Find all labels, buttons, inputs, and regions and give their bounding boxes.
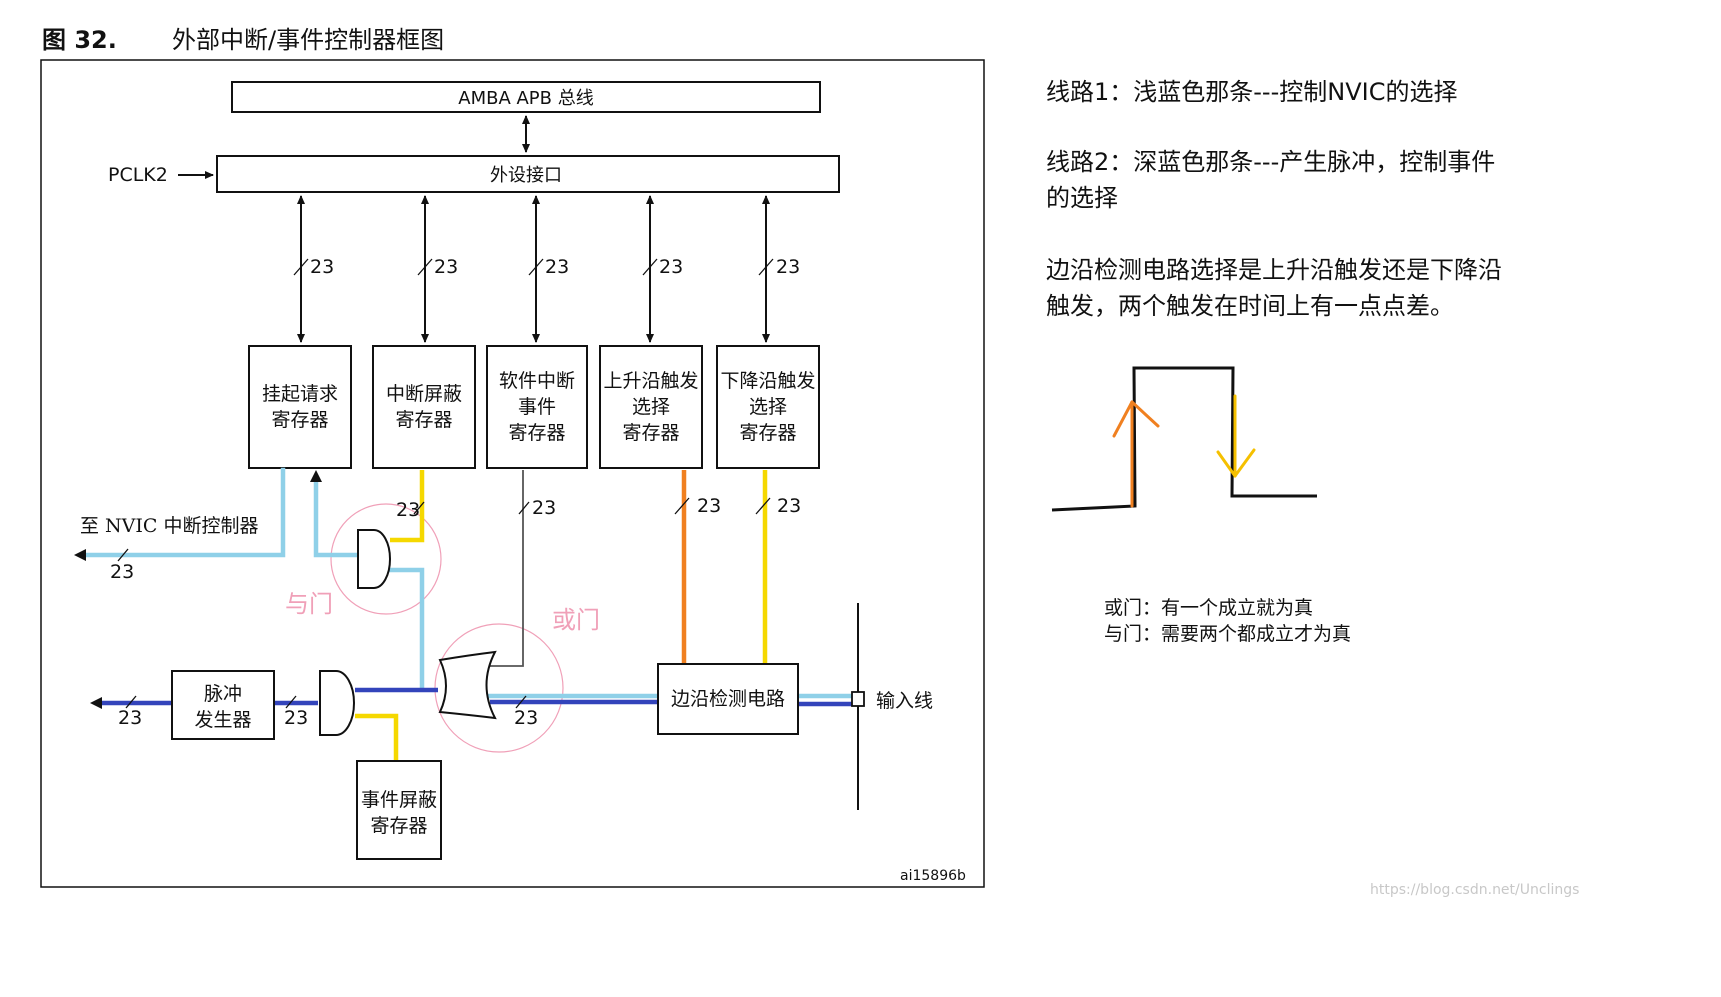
and-gate-2 — [319, 670, 355, 736]
pending-register — [248, 345, 352, 469]
sw-int-label-3: 寄存器 — [508, 422, 565, 444]
width-label-pending: 23 — [310, 256, 334, 278]
width-label-rising-wire: 23 — [697, 495, 721, 517]
pulse-gen-label-2: 发生器 — [194, 709, 251, 731]
dark-blue-wires — [100, 687, 852, 707]
falling-label-2: 选择 — [749, 396, 787, 418]
note-line2a: 线路2：深蓝色那条---产生脉冲，控制事件 — [1046, 148, 1495, 176]
width-label-falling: 23 — [776, 256, 800, 278]
rising-label-3: 寄存器 — [622, 422, 679, 444]
edge-detect-box — [657, 663, 799, 735]
pending-label-1: 挂起请求 — [262, 383, 338, 405]
periph-interface-label: 外设接口 — [490, 165, 562, 186]
pclk-label: PCLK2 — [108, 164, 168, 186]
and-gate-annotation: 与门 — [285, 590, 333, 618]
width-label-nvic: 23 — [110, 561, 134, 583]
nvic-line — [79, 467, 286, 558]
width-label-or-out: 23 — [514, 707, 538, 729]
sw-int-label-1: 软件中断 — [499, 370, 575, 392]
figure-title: 外部中断/事件控制器框图 — [172, 26, 444, 54]
or-gate-annotation: 或门 — [552, 606, 600, 634]
sw-int-wire — [478, 470, 524, 667]
and-gate-highlight-circle — [330, 503, 442, 615]
nvic-arrowhead — [74, 549, 86, 561]
pending-arrowhead — [310, 470, 322, 482]
sw-int-register — [486, 345, 588, 469]
int-mask-yellow — [390, 470, 425, 543]
pulse-generator-box — [171, 670, 275, 740]
watermark: https://blog.csdn.net/Unclings — [1370, 882, 1579, 898]
pulse-out-arrowhead — [90, 697, 102, 709]
rising-label-1: 上升沿触发 — [603, 370, 698, 392]
rising-edge-arrow — [1112, 400, 1160, 508]
periph-interface-box — [216, 155, 840, 193]
figure-id-tag: ai15896b — [900, 868, 966, 884]
input-pin — [851, 691, 865, 707]
falling-register — [716, 345, 820, 469]
or-gate — [438, 650, 497, 720]
width-label-and1: 23 — [396, 499, 420, 521]
bus-width-slashes — [293, 258, 774, 276]
note-edge-b: 触发，两个触发在时间上有一点点差。 — [1046, 292, 1454, 320]
amba-bus-label: AMBA APB 总线 — [458, 88, 593, 109]
and-gate-1 — [357, 529, 391, 589]
width-label-and2: 23 — [284, 707, 308, 729]
edge-detect-label: 边沿检测电路 — [671, 688, 785, 710]
light-blue-wires — [79, 467, 855, 699]
pending-label-2: 寄存器 — [271, 409, 328, 431]
width-label-int-mask: 23 — [434, 256, 458, 278]
figure-number: 图 32. — [42, 26, 117, 54]
note-line2b: 的选择 — [1046, 184, 1118, 212]
amba-bus-box — [231, 81, 821, 113]
and-gate-definition: 与门：需要两个都成立才为真 — [1104, 623, 1351, 645]
yellow-wires — [355, 470, 768, 760]
width-label-pulse-out: 23 — [118, 707, 142, 729]
rising-label-2: 选择 — [632, 396, 670, 418]
width-label-rising: 23 — [659, 256, 683, 278]
int-mask-register — [372, 345, 476, 469]
or-gate-definition: 或门：有一个成立就为真 — [1104, 597, 1313, 619]
width-label-swint-wire: 23 — [532, 497, 556, 519]
pulse-gen-label-1: 脉冲 — [204, 683, 242, 705]
event-mask-yellow — [355, 713, 399, 760]
falling-edge-arrow — [1216, 394, 1256, 478]
falling-label-3: 寄存器 — [739, 422, 796, 444]
lower-width-slashes — [117, 497, 771, 709]
to-nvic-label: 至 NVIC 中断控制器 — [80, 515, 258, 537]
sw-int-label-2: 事件 — [518, 396, 556, 418]
falling-label-1: 下降沿触发 — [720, 370, 815, 392]
pulse-waveform-sketch — [1051, 366, 1317, 512]
int-mask-label-2: 寄存器 — [395, 409, 452, 431]
register-bus-arrows — [297, 195, 770, 343]
note-edge-a: 边沿检测电路选择是上升沿触发还是下降沿 — [1046, 256, 1502, 284]
and-out-line — [387, 567, 425, 691]
event-mask-box — [356, 760, 442, 860]
width-label-falling-wire: 23 — [777, 495, 801, 517]
pending-feedback-line — [313, 477, 361, 558]
int-mask-label-1: 中断屏蔽 — [386, 383, 462, 405]
rising-register — [599, 345, 703, 469]
input-line-label: 输入线 — [876, 690, 933, 712]
event-mask-label-2: 寄存器 — [370, 815, 427, 837]
width-label-sw-int: 23 — [545, 256, 569, 278]
note-line1: 线路1：浅蓝色那条---控制NVIC的选择 — [1046, 78, 1457, 106]
figure-frame — [40, 59, 985, 888]
event-mask-label-1: 事件屏蔽 — [361, 789, 437, 811]
